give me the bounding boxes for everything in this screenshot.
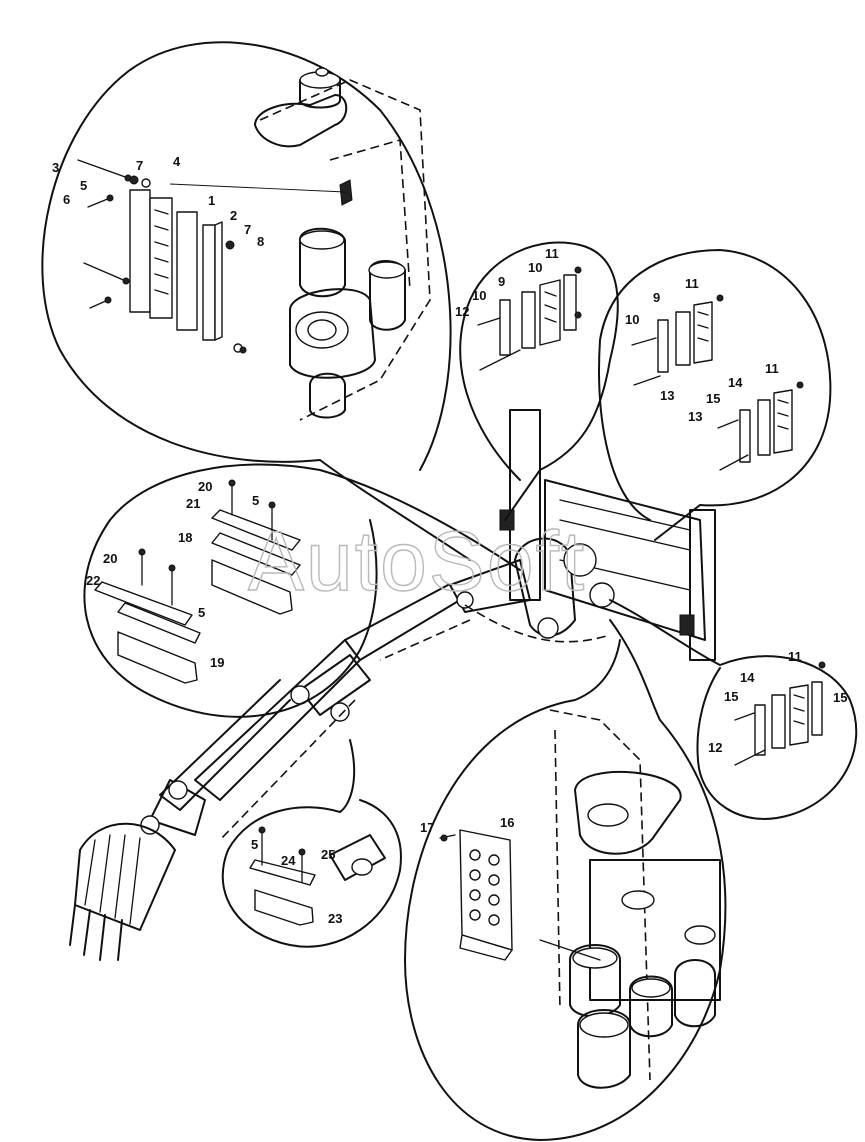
label-20: 20	[103, 551, 117, 566]
label-14: 14	[728, 375, 743, 390]
label-11: 11	[545, 246, 559, 261]
label-15: 15	[724, 689, 738, 704]
main-assembly	[69, 409, 716, 961]
label-10: 10	[528, 260, 542, 275]
detail-upper-left: 1 2 3 4 5 6 7 7 8	[41, 41, 471, 561]
label-23: 23	[328, 911, 342, 926]
label-2: 2	[230, 208, 237, 223]
label-3: 3	[52, 160, 59, 175]
label-11: 11	[788, 649, 802, 664]
detail-right-upper-b: 11 9 10 13 11 14 15 13	[598, 249, 832, 541]
label-4: 4	[173, 154, 181, 169]
detail-left-middle: 20 21 5 18 20 22 5 19	[83, 463, 521, 718]
label-17: 17	[420, 820, 434, 835]
label-14: 14	[740, 670, 755, 685]
label-18: 18	[178, 530, 192, 545]
label-10: 10	[472, 288, 486, 303]
label-15: 15	[833, 690, 847, 705]
label-16: 16	[500, 815, 514, 830]
label-21: 21	[186, 496, 200, 511]
label-12: 12	[455, 304, 469, 319]
label-13: 13	[660, 388, 674, 403]
label-15: 15	[706, 391, 720, 406]
detail-right-lower: 11 14 15 15 12	[609, 599, 858, 820]
label-11: 11	[765, 361, 779, 376]
label-7: 7	[136, 158, 143, 173]
label-13: 13	[688, 409, 702, 424]
detail-lower-left: 5 24 25 23	[221, 739, 402, 948]
label-24: 24	[281, 853, 296, 868]
label-12: 12	[708, 740, 722, 755]
label-6: 6	[63, 192, 70, 207]
label-25: 25	[321, 847, 335, 862]
label-10: 10	[625, 312, 639, 327]
label-5: 5	[80, 178, 87, 193]
label-19: 19	[210, 655, 224, 670]
label-9: 9	[653, 290, 660, 305]
label-5: 5	[198, 605, 205, 620]
detail-lower-center: 17 16	[404, 619, 727, 1141]
label-22: 22	[86, 573, 100, 588]
detail-right-upper-a: 11 10 9 10 12	[455, 241, 619, 521]
label-11: 11	[685, 276, 699, 291]
label-9: 9	[498, 274, 505, 289]
label-7: 7	[244, 222, 251, 237]
label-5: 5	[252, 493, 259, 508]
label-20: 20	[198, 479, 212, 494]
label-5: 5	[251, 837, 258, 852]
label-1: 1	[208, 193, 215, 208]
label-8: 8	[257, 234, 264, 249]
watermark-text: AutoSoft	[248, 514, 586, 608]
